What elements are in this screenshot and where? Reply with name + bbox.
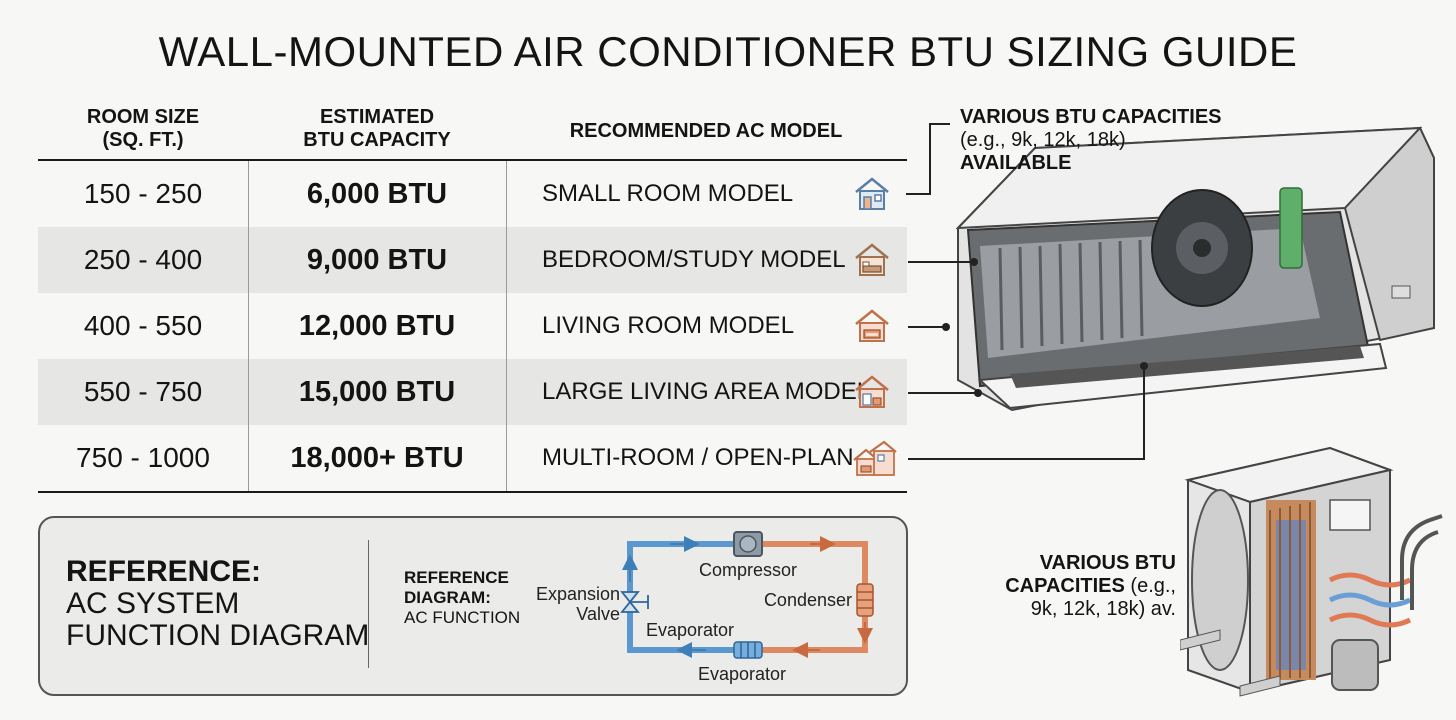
room-size-cell: 250 - 400 [83, 244, 203, 275]
indoor-callout-middle: (e.g., 9k, 12k, 18k) [960, 129, 1126, 151]
large-living-icon [852, 374, 892, 410]
table-row: 250 - 400 9,000 BTU BEDROOM/STUDY MODEL [38, 227, 907, 293]
indoor-callout-bold-bottom: AVAILABLE [960, 152, 1072, 174]
bedroom-icon [852, 242, 892, 278]
header-btu: ESTIMATED BTU CAPACITY [248, 106, 506, 152]
outdoor-callout-line2-rest: (e.g., [1124, 575, 1176, 597]
model-name-cell: MULTI-ROOM / OPEN-PLAN [542, 444, 854, 471]
room-size-cell: 750 - 1000 [76, 442, 210, 473]
expansion-label-line1: Expansion [536, 584, 620, 604]
reference-subheading: REFERENCE DIAGRAM: AC FUNCTION [404, 568, 520, 628]
btu-capacity-cell: 15,000 BTU [298, 376, 456, 408]
indoor-capacity-callout: VARIOUS BTU CAPACITIES (e.g., 9k, 12k, 1… [960, 106, 1222, 175]
reference-heading-line2: FUNCTION DIAGRAM [66, 619, 370, 652]
compressor-label: Compressor [699, 560, 797, 580]
column-divider-1 [248, 161, 249, 491]
table-top-rule [38, 159, 907, 161]
table-row: 400 - 550 12,000 BTU LIVING ROOM MODEL [38, 293, 907, 359]
condenser-coil-icon [856, 583, 874, 617]
indoor-ac-unit-illustration [955, 126, 1435, 412]
ac-function-diagram: Compressor Condenser Expansion Valve Eva… [536, 531, 874, 684]
btu-capacity-cell: 12,000 BTU [298, 310, 456, 342]
expansion-valve-icon [620, 591, 649, 613]
table-row: 150 - 250 6,000 BTU SMALL ROOM MODEL [38, 161, 907, 227]
column-divider-2 [506, 161, 507, 491]
house-icon [852, 176, 892, 212]
reference-subheading-bold2: DIAGRAM: [404, 588, 491, 607]
reference-heading: REFERENCE: AC SYSTEM FUNCTION DIAGRAM [66, 556, 369, 652]
page-title: WALL-MOUNTED AIR CONDITIONER BTU SIZING … [158, 28, 1298, 75]
condenser-label: Condenser [764, 590, 852, 610]
evaporator-coil-icon [733, 641, 763, 659]
reference-heading-bold: REFERENCE: [66, 555, 262, 588]
model-name-cell: LARGE LIVING AREA MODEL [542, 378, 871, 405]
room-size-cell: 400 - 550 [83, 310, 203, 341]
expansion-label-line2: Valve [576, 604, 620, 624]
indoor-callout-bold-top: VARIOUS BTU CAPACITIES [960, 106, 1222, 128]
btu-capacity-cell: 6,000 BTU [306, 178, 448, 210]
table-row: 750 - 1000 18,000+ BTU MULTI-ROOM / OPEN-P… [38, 425, 907, 491]
reference-heading-line1: AC SYSTEM [66, 587, 240, 620]
header-btu-line1: ESTIMATED [319, 106, 435, 128]
reference-subheading-text: AC FUNCTION [404, 608, 521, 627]
outdoor-callout-line2-bold: CAPACITIES [1005, 575, 1125, 597]
header-btu-line2: BTU CAPACITY [303, 129, 451, 151]
table-bottom-rule [38, 491, 907, 493]
outdoor-ac-unit-illustration [1180, 446, 1443, 697]
outdoor-capacity-callout: VARIOUS BTU CAPACITIES (e.g., 9k, 12k, 1… [1004, 552, 1176, 621]
btu-capacity-cell: 9,000 BTU [306, 244, 448, 276]
header-room-size-line2: (SQ. FT.) [102, 129, 184, 151]
sofa-icon [852, 308, 892, 344]
header-room-size-line1: ROOM SIZE [86, 106, 200, 128]
model-name-cell: BEDROOM/STUDY MODEL [542, 246, 846, 273]
evaporator-inner-label: Evaporator [646, 620, 734, 640]
reference-divider [368, 540, 369, 668]
multi-room-icon [852, 440, 897, 476]
reference-subheading-bold1: REFERENCE [404, 568, 509, 587]
evaporator-outer-label: Evaporator [698, 664, 786, 684]
model-name-cell: SMALL ROOM MODEL [542, 180, 794, 207]
model-name-cell: LIVING ROOM MODEL [542, 312, 795, 339]
room-size-cell: 550 - 750 [83, 376, 203, 407]
header-room-size: ROOM SIZE (SQ. FT.) [38, 106, 248, 152]
room-size-cell: 150 - 250 [83, 178, 203, 209]
btu-capacity-cell: 18,000+ BTU [290, 442, 464, 474]
outdoor-callout-line3: 9k, 12k, 18k) av. [1030, 598, 1176, 620]
compressor-inner [739, 535, 757, 553]
table-row: 550 - 750 15,000 BTU LARGE LIVING AREA MOD… [38, 359, 907, 425]
header-model: RECOMMENDED AC MODEL [569, 120, 843, 142]
outdoor-callout-line1: VARIOUS BTU [1039, 552, 1176, 574]
